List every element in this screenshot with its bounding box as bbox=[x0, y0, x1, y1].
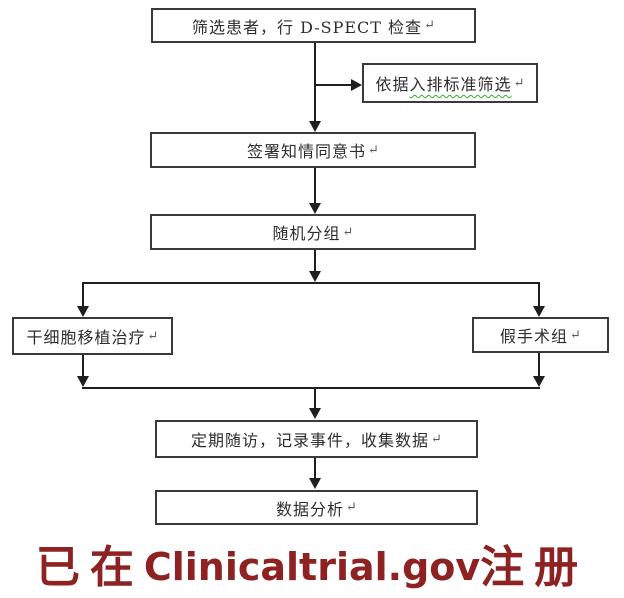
flowchart-box-follow-up: 定期随访，记录事件，收集数据↵ bbox=[155, 420, 478, 458]
arrowhead-down-icon bbox=[77, 376, 89, 387]
arrowhead-down-icon bbox=[77, 306, 89, 317]
connector-split-stem-cell bbox=[82, 284, 84, 308]
registration-note-prefix: 已在 bbox=[35, 542, 144, 593]
registration-note-suffix: 注册 bbox=[480, 542, 589, 593]
flowchart-box-stem-cell: 干细胞移植治疗↵ bbox=[12, 317, 173, 355]
return-mark-icon: ↵ bbox=[424, 18, 435, 33]
arrowhead-down-icon bbox=[309, 203, 321, 214]
flowchart-box-sham: 假手术组↵ bbox=[472, 317, 609, 353]
return-mark-icon: ↵ bbox=[431, 431, 442, 447]
return-mark-icon: ↵ bbox=[368, 142, 379, 158]
arrowhead-down-icon bbox=[533, 306, 545, 317]
connector-split-sham bbox=[538, 284, 540, 308]
flowchart-box-randomize: 随机分组↵ bbox=[150, 214, 476, 250]
arrowhead-down-icon bbox=[533, 376, 545, 387]
arrowhead-down-icon bbox=[309, 121, 321, 132]
consent-label: 签署知情同意书 bbox=[247, 142, 367, 161]
follow-up-label: 定期随访，记录事件，收集数据 bbox=[191, 431, 430, 450]
connector-branch-criteria bbox=[315, 84, 351, 86]
flowchart-box-analysis: 数据分析↵ bbox=[155, 490, 478, 525]
connector-randomize-split bbox=[314, 250, 316, 273]
stem-cell-label: 干细胞移植治疗 bbox=[26, 328, 146, 347]
connector-stem-cell-merge bbox=[82, 355, 84, 378]
flowchart-box-screening: 筛选患者，行 D-SPECT 检查↵ bbox=[151, 8, 476, 43]
sham-label: 假手术组 bbox=[500, 327, 569, 346]
return-mark-icon: ↵ bbox=[570, 327, 581, 343]
return-mark-icon: ↵ bbox=[346, 500, 357, 515]
registration-note-site: Clinicaltrial.gov bbox=[143, 545, 481, 589]
connector-follow-up-analysis bbox=[314, 458, 316, 480]
flowchart-box-consent: 签署知情同意书↵ bbox=[150, 132, 476, 168]
criteria-label-plain: 依据 bbox=[375, 75, 410, 94]
connector-merge-follow-up bbox=[314, 389, 316, 410]
return-mark-icon: ↵ bbox=[513, 75, 525, 91]
connector-split-bar bbox=[82, 282, 540, 284]
arrowhead-down-icon bbox=[309, 408, 321, 419]
connector-merge-bar bbox=[82, 387, 540, 389]
return-mark-icon: ↵ bbox=[147, 328, 159, 344]
arrowhead-right-icon bbox=[351, 79, 362, 91]
flowchart-box-criteria: 依据入排标准筛选↵ bbox=[362, 63, 538, 103]
arrowhead-down-icon bbox=[309, 271, 321, 282]
randomize-label: 随机分组 bbox=[272, 224, 341, 243]
screening-label: 筛选患者，行 D-SPECT 检查 bbox=[192, 17, 423, 37]
analysis-label: 数据分析 bbox=[276, 499, 345, 519]
return-mark-icon: ↵ bbox=[342, 224, 354, 240]
arrowhead-down-icon bbox=[309, 478, 321, 489]
connector-consent-randomize bbox=[314, 168, 316, 205]
connector-sham-merge bbox=[538, 353, 540, 378]
registration-note: 已在Clinicaltrial.gov注册 bbox=[0, 531, 624, 595]
connector-screening-consent bbox=[314, 43, 316, 123]
criteria-label-spellcheck: 入排标准筛选 bbox=[409, 75, 512, 94]
